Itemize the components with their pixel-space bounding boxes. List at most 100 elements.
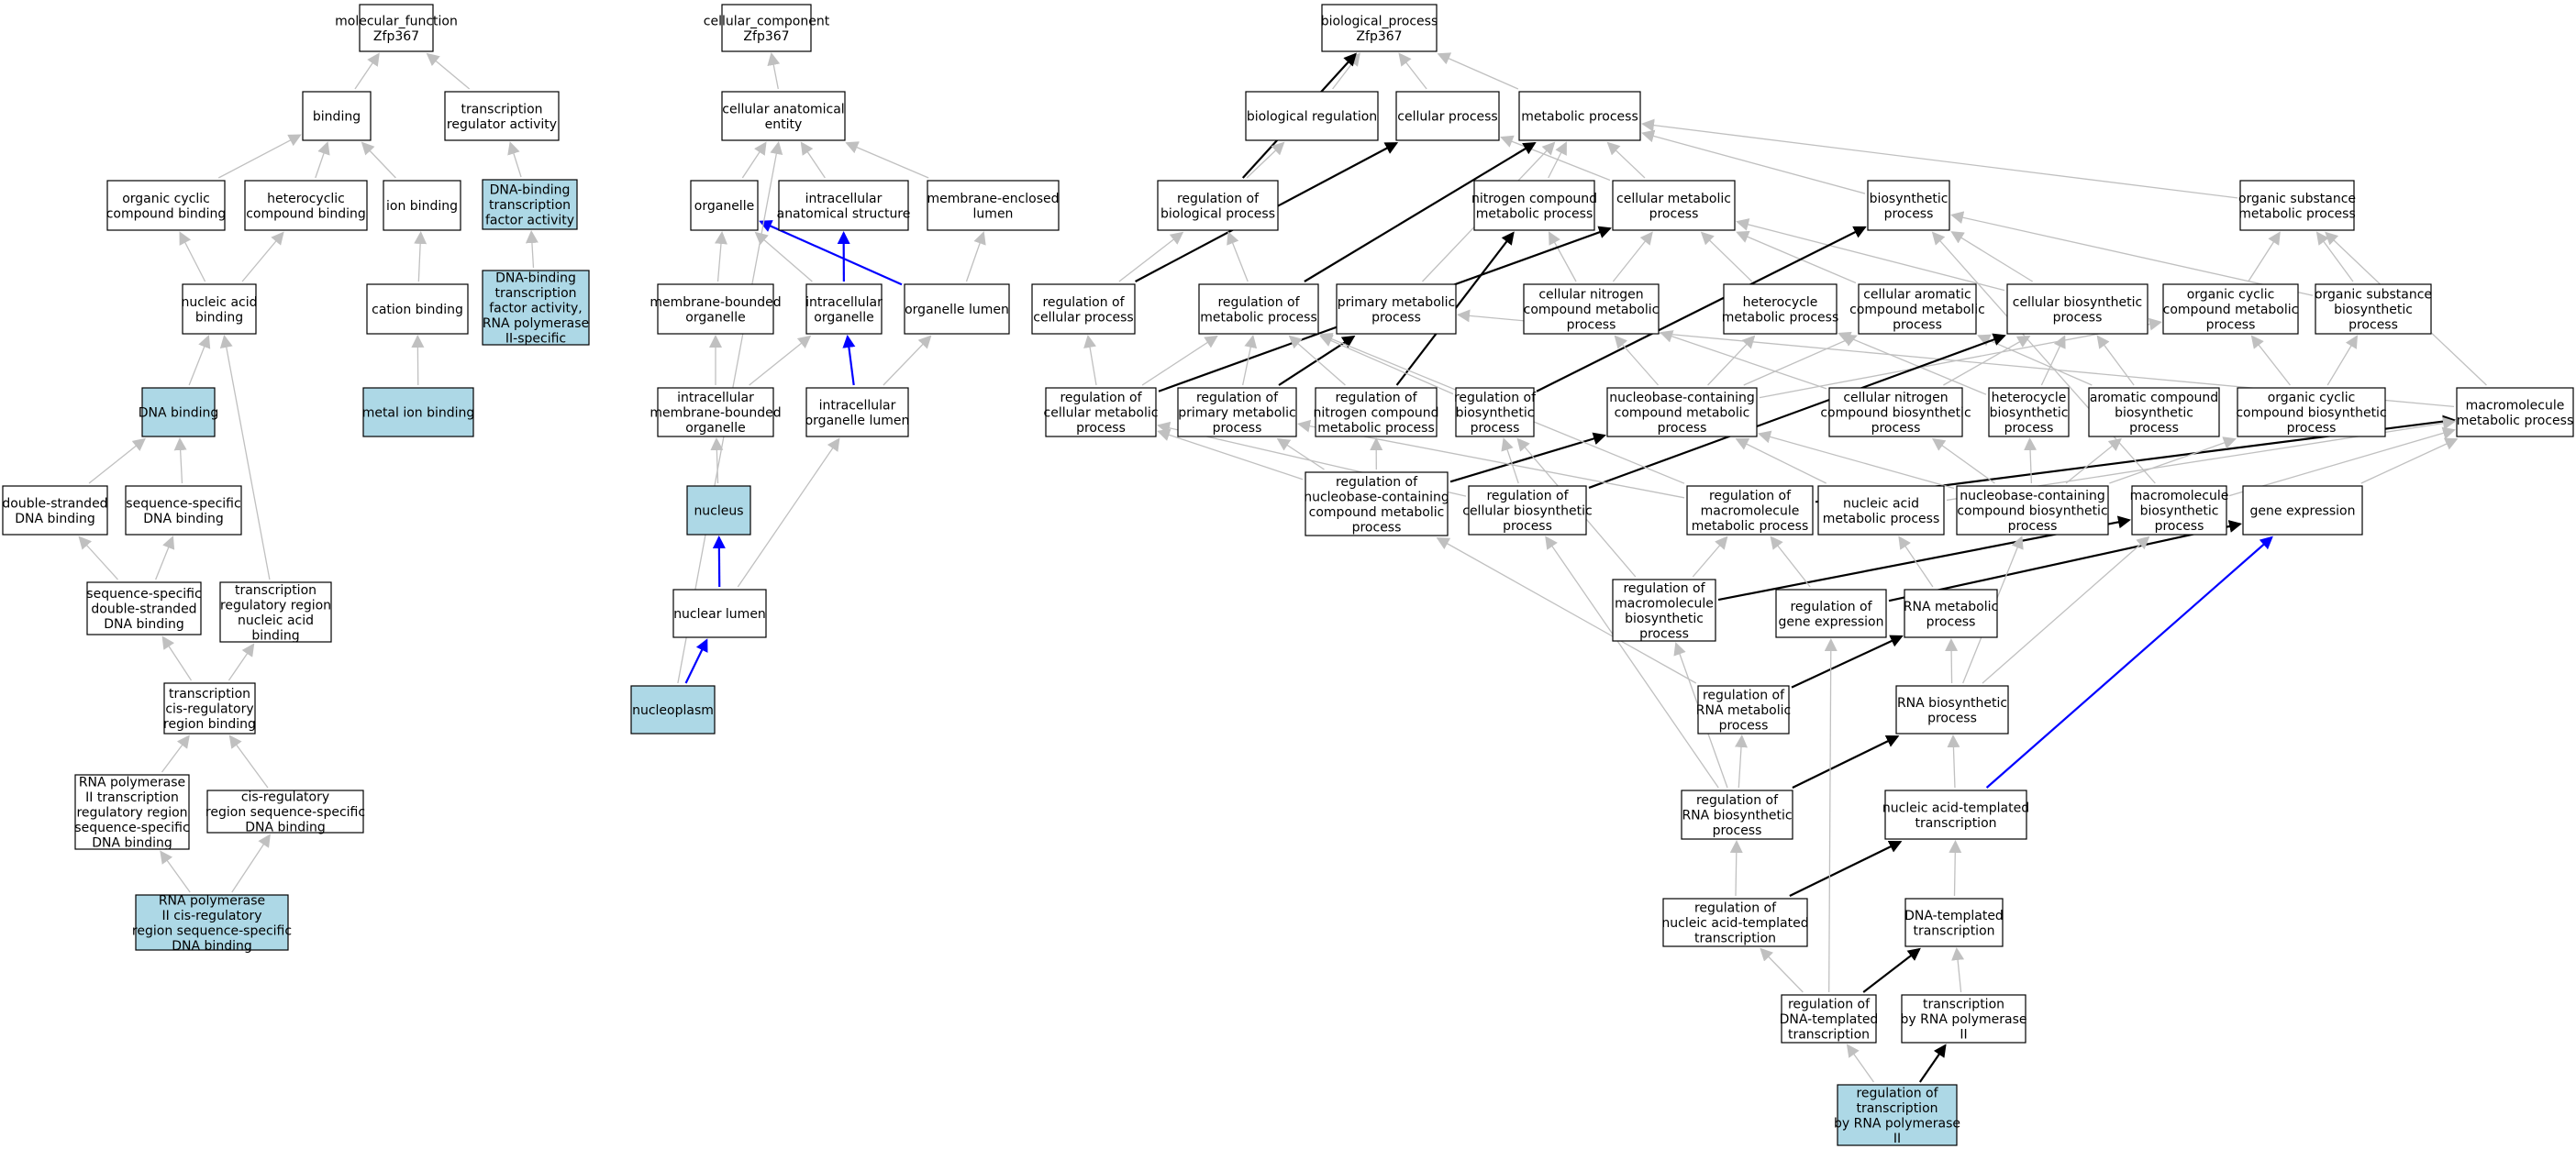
node-label: membrane-bounded xyxy=(650,406,781,421)
node-breg[interactable]: biological regulation xyxy=(1245,91,1379,141)
node-label: organelle xyxy=(685,310,745,325)
node-label: compound biosynthetic xyxy=(1820,406,1971,421)
node-nuc[interactable]: nucleus xyxy=(686,485,751,536)
node-label: compound binding xyxy=(106,206,227,221)
node-catb[interactable]: cation binding xyxy=(366,283,469,335)
edge-is-a-ol-to-mel xyxy=(965,231,986,282)
node-label: metabolic process xyxy=(2457,414,2574,428)
node-label: compound metabolic xyxy=(1615,406,1750,421)
node-npl[interactable]: nucleoplasm xyxy=(630,685,716,735)
node-cp[interactable]: cellular process xyxy=(1395,91,1500,141)
node-org[interactable]: organelle xyxy=(690,180,759,231)
node-rmbp[interactable]: regulation ofmacromoleculebiosyntheticpr… xyxy=(1612,579,1716,642)
node-ol[interactable]: organelle lumen xyxy=(904,283,1010,335)
node-label: nucleic acid xyxy=(1843,496,1919,511)
node-rnbcmp[interactable]: regulation ofnucleobase-containingcompou… xyxy=(1304,471,1449,536)
node-label: binding xyxy=(313,110,361,125)
node-box xyxy=(1612,579,1716,642)
node-label: biosynthetic xyxy=(1625,612,1704,626)
edge-is-a-rp2trr-to-tcrrb xyxy=(161,735,190,773)
node-ionb[interactable]: ion binding xyxy=(383,180,461,231)
node-bind[interactable]: binding xyxy=(302,91,372,141)
edge-is-a-acbp-to-cacmp xyxy=(1977,334,2093,386)
edge-is-a-bsp-to-mp xyxy=(1641,129,1866,194)
node-mib[interactable]: metal ion binding xyxy=(362,387,475,437)
node-nl[interactable]: nuclear lumen xyxy=(672,589,767,638)
node-label: nucleus xyxy=(694,504,743,519)
node-mp[interactable]: metabolic process xyxy=(1518,91,1641,141)
node-label: molecular_function xyxy=(335,14,458,28)
edge-is-a-nuc-to-imbo xyxy=(710,437,724,484)
node-ge[interactable]: gene expression xyxy=(2242,485,2363,536)
node-label: transcription xyxy=(461,102,542,116)
node-dnab[interactable]: DNA binding xyxy=(139,387,218,437)
node-label: DNA binding xyxy=(15,512,94,526)
node-label: compound metabolic xyxy=(2163,303,2299,317)
